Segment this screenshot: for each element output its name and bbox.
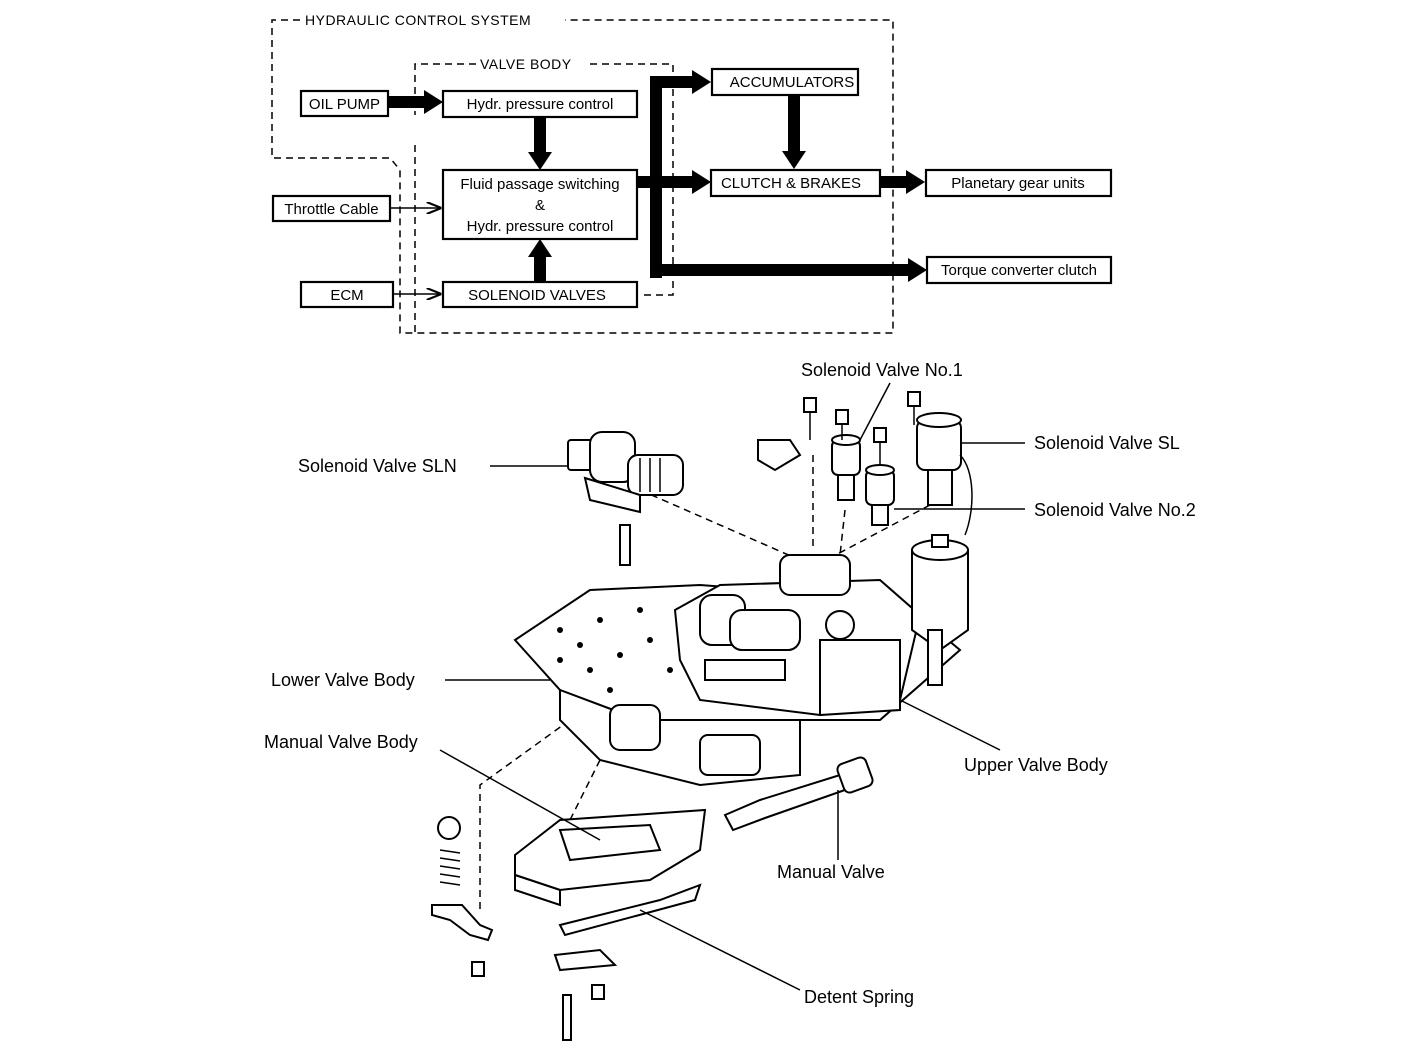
svg-text:Hydr. pressure control: Hydr. pressure control xyxy=(467,218,614,235)
svg-text:SOLENOID VALVES: SOLENOID VALVES xyxy=(468,287,606,304)
label-upper-valve-body: Upper Valve Body xyxy=(964,755,1108,775)
svg-text:Planetary gear units: Planetary gear units xyxy=(951,175,1084,192)
svg-text:Torque converter clutch: Torque converter clutch xyxy=(941,262,1097,279)
solenoid-valves-box: SOLENOID VALVES xyxy=(441,280,639,309)
svg-text:OIL PUMP: OIL PUMP xyxy=(309,96,380,113)
label-detent-spring: Detent Spring xyxy=(804,987,914,1007)
svg-text:CLUTCH & BRAKES: CLUTCH & BRAKES xyxy=(721,175,861,192)
solenoid-valve-sln-part xyxy=(567,431,684,566)
manual-valve-body-part xyxy=(514,808,707,907)
hydraulic-system-title: HYDRAULIC CONTROL SYSTEM xyxy=(305,12,531,28)
assembly-guide-lines xyxy=(479,455,931,910)
svg-text:Fluid passage switching: Fluid passage switching xyxy=(460,176,619,193)
planetary-gear-units-box: Planetary gear units xyxy=(924,168,1113,198)
svg-text:&: & xyxy=(535,197,545,214)
torque-converter-clutch-box: Torque converter clutch xyxy=(925,255,1113,285)
upper-valve-body-part xyxy=(673,554,922,717)
ecm-box: ECM xyxy=(299,280,395,309)
solenoid-valve-no2-part xyxy=(865,464,895,526)
label-manual-valve-body: Manual Valve Body xyxy=(264,732,418,752)
valve-body-title: VALVE BODY xyxy=(480,56,572,72)
oil-pump-box: OIL PUMP xyxy=(299,89,390,118)
svg-text:ECM: ECM xyxy=(330,287,363,304)
bolts xyxy=(471,391,921,1041)
svg-text:ACCUMULATORS: ACCUMULATORS xyxy=(730,74,854,91)
svg-text:Hydr. pressure control: Hydr. pressure control xyxy=(467,96,614,113)
check-ball-and-spring xyxy=(431,816,494,942)
hydraulic-system-boundary xyxy=(271,19,894,334)
hydraulic-flowchart: HYDRAULIC CONTROL SYSTEM VALVE BODY xyxy=(271,12,1113,334)
clutch-brakes-box: CLUTCH & BRAKES xyxy=(709,168,882,198)
exploded-parts-view: Solenoid Valve No.1 Solenoid Valve SLN S… xyxy=(264,360,1196,1041)
svg-text:Throttle Cable: Throttle Cable xyxy=(284,201,378,218)
label-manual-valve: Manual Valve xyxy=(777,862,885,882)
leader-lines xyxy=(439,382,1025,991)
throttle-cable-box: Throttle Cable xyxy=(271,194,392,223)
manual-valve-part xyxy=(723,756,874,832)
fluid-passage-switching-box: Fluid passage switching & Hydr. pressure… xyxy=(441,168,639,241)
label-solenoid-valve-sln: Solenoid Valve SLN xyxy=(298,456,457,476)
hydr-pressure-control-box: Hydr. pressure control xyxy=(441,89,639,119)
flow-arrows xyxy=(388,70,927,282)
label-solenoid-valve-no2: Solenoid Valve No.2 xyxy=(1034,500,1196,520)
detent-spring-part xyxy=(553,883,702,972)
label-lower-valve-body: Lower Valve Body xyxy=(271,670,415,690)
label-solenoid-valve-sl: Solenoid Valve SL xyxy=(1034,433,1180,453)
valve-body-boundary xyxy=(414,63,476,333)
label-solenoid-valve-no1: Solenoid Valve No.1 xyxy=(801,360,963,380)
solenoid-valve-on-body xyxy=(911,534,969,686)
accumulators-box: ACCUMULATORS xyxy=(710,67,860,97)
solenoid-valve-sl-part xyxy=(916,412,973,536)
